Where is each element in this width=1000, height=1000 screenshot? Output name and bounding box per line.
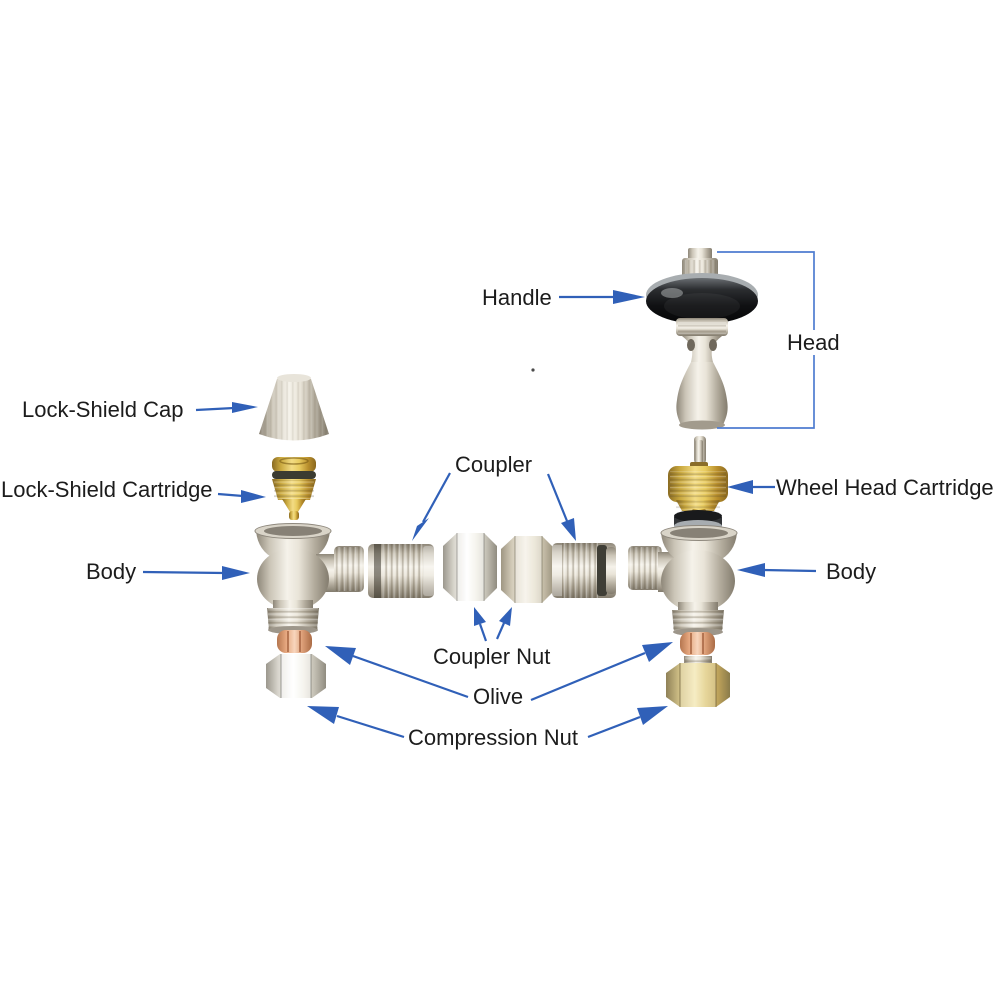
lock-shield-cartridge-part [272,457,316,520]
olive-arrow-right [530,642,673,702]
lock-shield-cap-label: Lock-Shield Cap [22,397,184,422]
compression-nut-left [266,654,326,698]
lock-shield-cap-part [259,374,329,441]
coupler-nut-right [501,536,555,603]
lock-shield-cap-arrow [195,402,258,413]
head-neck [682,336,722,362]
wheel-head-cartridge-arrow [727,480,775,494]
handle-label: Handle [482,285,552,310]
body-left-label: Body [86,559,137,584]
valve-body-right [628,525,738,636]
compression-nut-label: Compression Nut [408,725,578,750]
lock-shield-cartridge-arrow [217,490,266,503]
coupler-nut-label: Coupler Nut [433,644,551,669]
coupler-arrow-right [546,473,576,541]
olive-arrow-left [325,646,469,699]
head-label: Head [784,330,843,356]
coupler-nut-left [443,533,497,601]
wheel-head-cartridge-part [668,440,728,532]
compression-nut-arrow-right [587,706,668,739]
body-right-arrow [737,563,817,577]
body-left-arrow [142,566,250,580]
coupler-nut-arrow-left [474,607,488,642]
coupler-nut-arrow-right [495,607,512,640]
lock-shield-cartridge-label: Lock-Shield Cartridge [1,477,213,502]
valve-body-left [254,523,364,634]
wheel-head-cartridge-label: Wheel Head Cartridge [776,475,994,500]
coupler-arrow-left [412,472,451,541]
handle-arrow [559,290,645,304]
head-assembly [646,248,758,464]
olive-label: Olive [473,684,524,709]
coupler-right-part [552,543,616,598]
compression-nut-right [666,656,730,707]
head-bell [676,362,728,425]
olive-left [277,630,312,653]
body-right-label: Body [826,559,877,584]
speck [531,368,535,372]
compression-nut-arrow-left [307,706,405,739]
coupler-left-part [368,544,434,598]
handle-wheel [646,278,758,324]
head-bell-rim [679,420,725,430]
coupler-label: Coupler [455,452,533,477]
olive-right [680,632,715,655]
